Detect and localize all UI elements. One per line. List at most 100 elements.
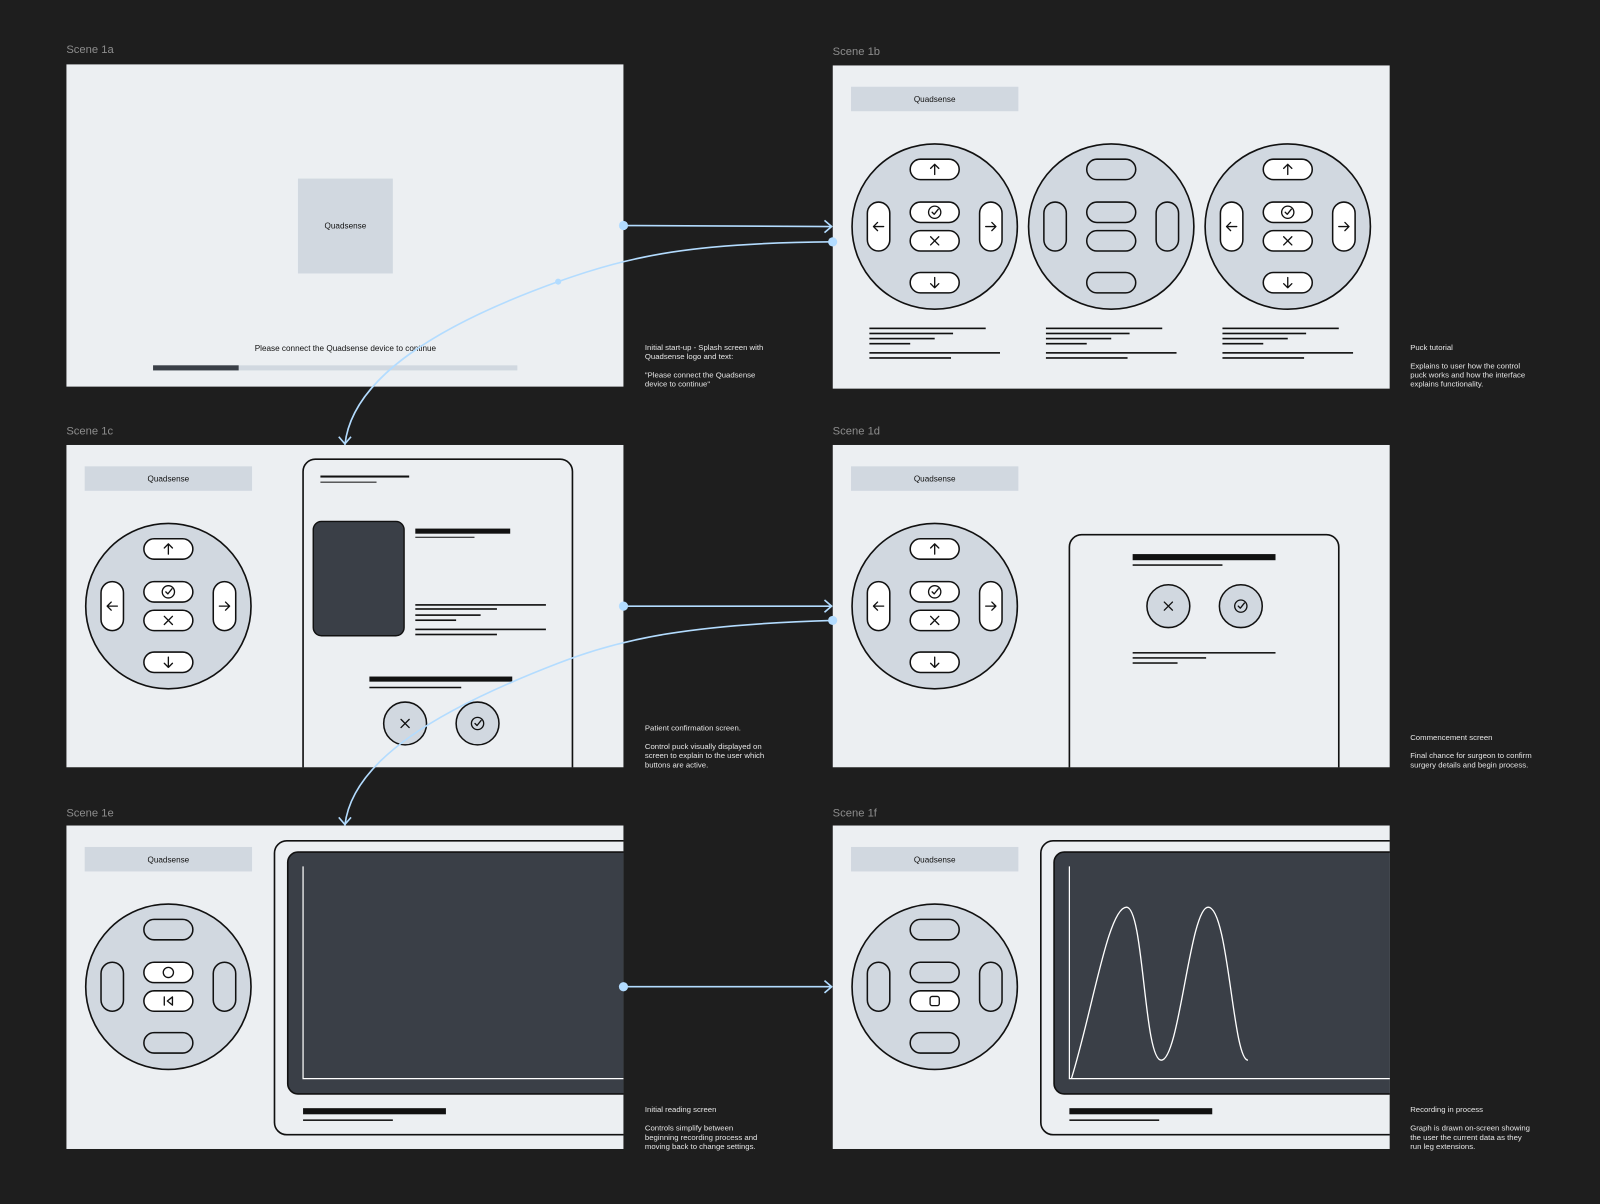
puck-button-c1[interactable] bbox=[143, 580, 194, 603]
header-title: Quadsense bbox=[148, 855, 190, 864]
arrow-down-icon bbox=[1283, 276, 1293, 289]
annotation-text: beginning recording process and bbox=[645, 1133, 757, 1142]
puck-body bbox=[851, 903, 1019, 1071]
text-line bbox=[415, 633, 497, 636]
puck-button-right[interactable] bbox=[212, 961, 237, 1012]
annotation-text: Quadsense logo and text: bbox=[645, 352, 733, 361]
frame-scene-1e[interactable]: Quadsense bbox=[66, 825, 703, 1149]
scene-label-1e: Scene 1e bbox=[66, 807, 113, 819]
choice-buttons bbox=[382, 701, 500, 746]
puck-button-up[interactable] bbox=[143, 918, 194, 941]
confirm-button[interactable] bbox=[455, 701, 500, 746]
arrow-left-icon bbox=[872, 601, 885, 611]
text-line bbox=[415, 628, 546, 631]
annotation-text: Controls simplify between bbox=[645, 1124, 733, 1133]
card-title-line bbox=[1132, 554, 1276, 561]
logo-placeholder bbox=[297, 178, 393, 274]
header-bar bbox=[851, 86, 1019, 112]
reading-sub-line bbox=[1069, 1119, 1160, 1121]
puck-button-up[interactable] bbox=[909, 918, 960, 941]
puck-button-c1[interactable] bbox=[1085, 201, 1137, 224]
logo-text: Quadsense bbox=[325, 222, 367, 231]
patient-details-lines bbox=[415, 604, 546, 636]
frame-scene-1d[interactable]: Quadsense bbox=[832, 444, 1390, 800]
puck-body bbox=[1027, 143, 1195, 311]
puck-button-down[interactable] bbox=[909, 1031, 960, 1054]
patient-name-line bbox=[415, 528, 511, 534]
puck-button-right[interactable] bbox=[1155, 201, 1180, 252]
connector-start-dot[interactable] bbox=[618, 220, 629, 231]
puck-button-left[interactable] bbox=[1043, 201, 1068, 252]
device-outline bbox=[273, 840, 624, 1136]
annotation-text: puck works and how the interface bbox=[1410, 371, 1525, 380]
scene-label-1d: Scene 1d bbox=[833, 426, 880, 438]
annotation-text: Initial reading screen bbox=[645, 1105, 717, 1114]
device-outline bbox=[1040, 840, 1390, 1136]
control-puck bbox=[1204, 143, 1372, 311]
annotation-text: run leg extensions. bbox=[1410, 1142, 1475, 1151]
text-line bbox=[1045, 332, 1130, 335]
puck-button-down[interactable] bbox=[143, 1031, 194, 1054]
text-line bbox=[415, 604, 546, 606]
puck-body bbox=[84, 903, 252, 1071]
annotation-text: screen to explain to the user which bbox=[645, 751, 764, 760]
puck-button-c1[interactable] bbox=[1262, 201, 1314, 224]
puck-button-up[interactable] bbox=[1085, 158, 1137, 181]
text-line bbox=[869, 337, 935, 340]
arrowhead-icon bbox=[338, 436, 352, 446]
annotation-text: the user the current data as they bbox=[1410, 1133, 1522, 1142]
puck-body bbox=[851, 522, 1019, 690]
arrow-down-icon bbox=[929, 276, 940, 289]
check-circle-icon bbox=[927, 585, 942, 599]
puck-button-c2[interactable] bbox=[909, 990, 960, 1012]
puck-button-left[interactable] bbox=[866, 961, 891, 1012]
frame-scene-1f[interactable]: Quadsense bbox=[832, 825, 1470, 1149]
puck-button-down[interactable] bbox=[1085, 271, 1137, 294]
reading-title-line bbox=[303, 1108, 446, 1115]
control-puck bbox=[1027, 143, 1195, 311]
header-title: Quadsense bbox=[914, 475, 956, 484]
text-line bbox=[1045, 352, 1177, 354]
frame-scene-1b[interactable]: Quadsense bbox=[832, 65, 1390, 389]
header-title: Quadsense bbox=[914, 95, 956, 104]
puck-button-right[interactable] bbox=[978, 961, 1003, 1012]
reading-sub-line bbox=[303, 1119, 393, 1121]
check-circle-icon bbox=[1234, 599, 1248, 613]
annotation-text: Puck tutorial bbox=[1410, 343, 1453, 352]
text-line bbox=[415, 608, 497, 610]
text-line bbox=[1045, 357, 1128, 359]
close-icon bbox=[1283, 236, 1293, 246]
confirm-button[interactable] bbox=[1218, 583, 1264, 629]
arrow-up-icon bbox=[929, 163, 940, 176]
puck-button-c1[interactable] bbox=[143, 961, 194, 984]
graph-panel bbox=[1053, 851, 1390, 1095]
connector-start-dot[interactable] bbox=[828, 237, 838, 247]
header-title: Quadsense bbox=[914, 855, 956, 864]
commencement-card bbox=[1068, 533, 1340, 768]
annotation-text: Patient confirmation screen. bbox=[645, 724, 741, 733]
scene-label-1a: Scene 1a bbox=[66, 44, 114, 56]
annotations: Initial start-up - Splash screen withQua… bbox=[645, 343, 1532, 1151]
flow-connectors bbox=[338, 219, 838, 994]
puck-button-c1[interactable] bbox=[909, 580, 960, 603]
puck-button-left[interactable] bbox=[100, 961, 125, 1012]
connector-1a-1b[interactable] bbox=[623, 224, 831, 228]
puck-button-c1[interactable] bbox=[909, 961, 960, 984]
connector-start-dot[interactable] bbox=[618, 982, 629, 992]
frame-scene-1a[interactable]: Quadsense Please connect the Quadsense d… bbox=[66, 64, 624, 387]
puck-button-c2[interactable] bbox=[1085, 229, 1137, 252]
header-bar bbox=[84, 466, 253, 491]
frame-scene-1c[interactable]: Quadsense bbox=[66, 444, 624, 796]
connector-1d-1e[interactable] bbox=[344, 619, 833, 826]
connector-start-dot[interactable] bbox=[618, 601, 629, 611]
check-circle-icon bbox=[927, 205, 942, 220]
check-circle-icon bbox=[161, 585, 176, 599]
connector-start-dot[interactable] bbox=[828, 615, 838, 626]
control-puck bbox=[851, 522, 1019, 690]
control-puck bbox=[851, 903, 1019, 1071]
connector-mid-dot[interactable] bbox=[555, 278, 562, 285]
text-line bbox=[869, 342, 911, 345]
puck-button-c1[interactable] bbox=[909, 201, 960, 224]
annotation-text: Final chance for surgeon to confirm bbox=[1410, 751, 1531, 760]
